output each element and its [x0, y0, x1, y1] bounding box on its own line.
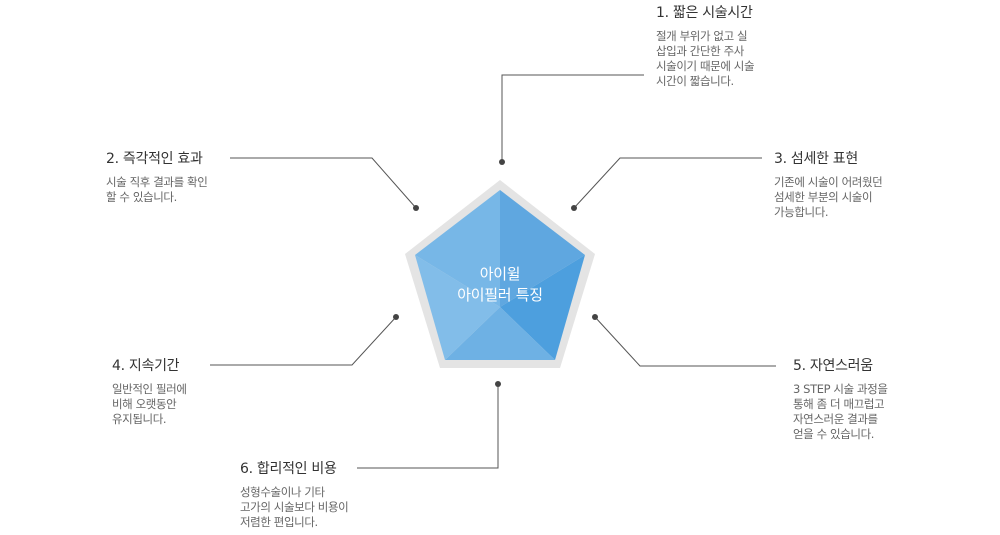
pentagon-slice-right	[500, 255, 585, 360]
connector-dot-3	[571, 205, 577, 211]
feature-title: 1. 짧은 시술시간	[656, 5, 753, 21]
connector-line-2	[230, 157, 417, 209]
connector-dot-6	[495, 381, 501, 387]
feature-title: 2. 즉각적인 효과	[106, 151, 203, 167]
feature-description: 성형수술이나 기타 고가의 시술보다 비용이 저렴한 편입니다.	[240, 485, 349, 529]
connector-dot-1	[499, 159, 505, 165]
feature-naturalness: 5. 자연스러움 3 STEP 시술 과정을 통해 좀 더 매끄럽고 자연스러운…	[793, 357, 888, 442]
feature-description: 3 STEP 시술 과정을 통해 좀 더 매끄럽고 자연스러운 결과를 얻을 수…	[793, 382, 888, 441]
pentagon-slice-bottom	[445, 307, 555, 360]
feature-description: 기존에 시술이 어려웠던 섬세한 부분의 시술이 가능합니다.	[774, 175, 883, 219]
connector-dot-2	[413, 205, 419, 211]
connector-line-6	[357, 384, 499, 469]
feature-duration: 4. 지속기간 일반적인 필러에 비해 오랫동안 유지됩니다.	[112, 357, 187, 427]
feature-description: 시술 직후 결과를 확인 할 수 있습니다.	[106, 175, 208, 204]
feature-short-procedure-time: 1. 짧은 시술시간 절개 부위가 없고 실 삽입과 간단한 주사 시술이기 때…	[656, 4, 755, 89]
connector-line-1	[501, 74, 644, 162]
feature-delicate-expression: 3. 섬세한 표현 기존에 시술이 어려웠던 섬세한 부분의 시술이 가능합니다…	[774, 150, 883, 220]
connector-line-3	[573, 157, 762, 209]
pentagon-inner	[415, 190, 585, 360]
connector-dot-5	[592, 314, 598, 320]
connector-dot-4	[393, 314, 399, 320]
feature-description: 일반적인 필러에 비해 오랫동안 유지됩니다.	[112, 382, 187, 426]
center-label: 아이윌 아이필러 특징	[430, 264, 570, 306]
feature-description: 절개 부위가 없고 실 삽입과 간단한 주사 시술이기 때문에 시술 시간이 짧…	[656, 29, 755, 88]
center-label-line2: 아이필러 특징	[457, 286, 543, 304]
feature-immediate-effect: 2. 즉각적인 효과 시술 직후 결과를 확인 할 수 있습니다.	[106, 150, 208, 205]
feature-reasonable-cost: 6. 합리적인 비용 성형수술이나 기타 고가의 시술보다 비용이 저렴한 편입…	[240, 460, 349, 530]
connector-line-4	[210, 316, 397, 366]
center-label-line1: 아이윌	[479, 265, 521, 283]
feature-title: 4. 지속기간	[112, 358, 180, 374]
pentagon-slice-top-left	[415, 190, 500, 307]
connector-line-5	[594, 316, 776, 367]
pentagon-slice-top-right	[500, 190, 585, 307]
feature-title: 5. 자연스러움	[793, 358, 873, 374]
feature-title: 6. 합리적인 비용	[240, 461, 337, 477]
pentagon-slice-left	[415, 255, 500, 360]
feature-title: 3. 섬세한 표현	[774, 151, 858, 167]
